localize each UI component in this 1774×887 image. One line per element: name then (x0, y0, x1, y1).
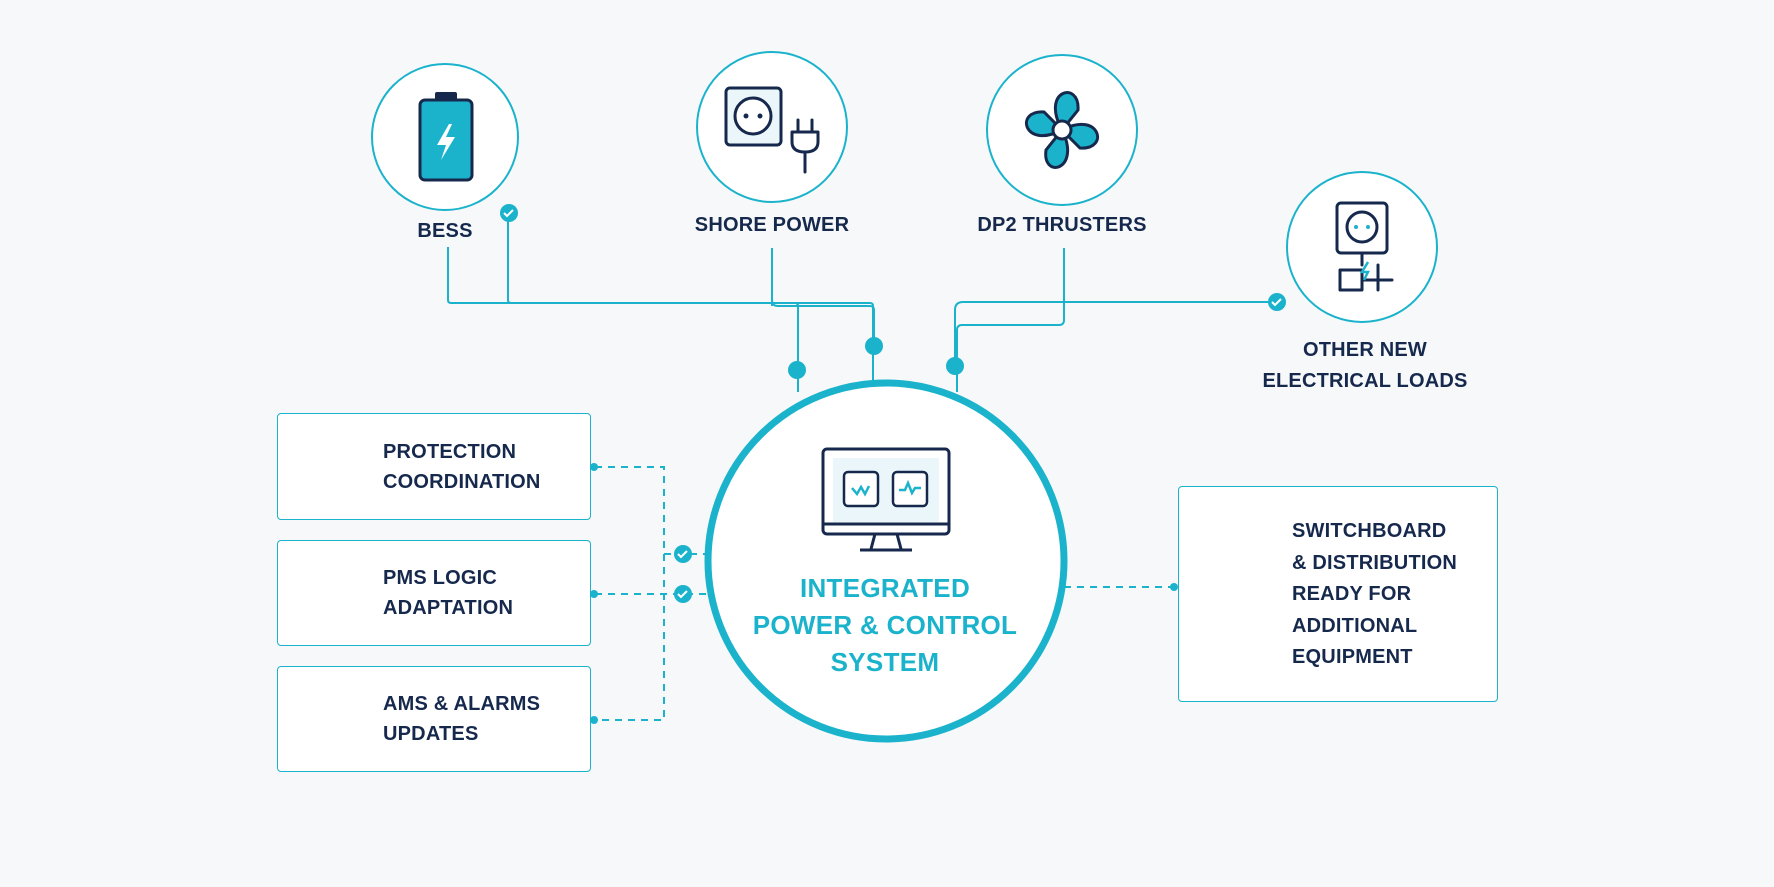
junction-dot (788, 361, 806, 379)
hub-title-line: SYSTEM (830, 647, 940, 677)
bess-wire-b (507, 214, 874, 395)
hub-title-line: INTEGRATED (799, 573, 971, 603)
switchboard-text: SWITCHBOARD & DISTRIBUTION READY FOR ADD… (1292, 516, 1457, 674)
other-loads-label-line: OTHER NEW (1302, 339, 1428, 361)
junction-dot (946, 357, 964, 375)
ams-alarms-text: AMS & ALARMS UPDATES (383, 689, 540, 749)
card-line: COORDINATION (383, 471, 541, 493)
hub-title: INTEGRATED POWER & CONTROL SYSTEM (730, 570, 1040, 681)
card-line: & DISTRIBUTION (1292, 551, 1458, 574)
card-line: PROTECTION (383, 441, 517, 463)
junction-dot (865, 337, 883, 355)
bess-wire-a (447, 247, 799, 392)
bess-node (371, 63, 519, 211)
switchboard-card (1178, 486, 1498, 702)
other-loads-node (1286, 171, 1438, 323)
pms-logic-text: PMS LOGIC ADAPTATION (383, 563, 513, 623)
other-loads-label: OTHER NEW ELECTRICAL LOADS (1232, 335, 1498, 397)
dp2-thrusters-label: DP2 THRUSTERS (977, 214, 1147, 236)
protection-coordination-card (277, 413, 591, 520)
pms-logic-card (277, 540, 591, 646)
other-loads-label-line: ELECTRICAL LOADS (1262, 370, 1468, 392)
dp2-thrusters-node (986, 54, 1138, 206)
integrated-system-hub (704, 379, 1068, 743)
protection-coordination-text: PROTECTION COORDINATION (383, 437, 541, 497)
card-line: SWITCHBOARD (1292, 520, 1447, 542)
card-line: AMS & ALARMS (383, 693, 541, 715)
shore-power-label: SHORE POWER (694, 214, 850, 236)
card-line: PMS LOGIC (383, 567, 498, 589)
hub-title-line: POWER & CONTROL (752, 610, 1018, 640)
dashed-connectors (590, 463, 1178, 724)
card-line: READY FOR (1292, 583, 1412, 605)
ams-alarms-card (277, 666, 591, 772)
dp2-wire (956, 248, 1065, 392)
outlet-icon (1335, 201, 1394, 292)
socket-plug-icon (724, 86, 820, 174)
fan-icon (1025, 91, 1099, 169)
card-line: UPDATES (383, 723, 479, 745)
bess-label: BESS (417, 220, 473, 242)
top-connectors (447, 204, 1286, 395)
other-loads-wire (954, 301, 1278, 366)
monitor-icon (821, 447, 951, 552)
card-line: EQUIPMENT (1292, 646, 1413, 668)
card-line: ADDITIONAL (1292, 614, 1418, 637)
shore-power-node (696, 51, 848, 203)
battery-icon (418, 92, 474, 182)
shore-power-wire (771, 248, 875, 346)
card-line: ADAPTATION (383, 597, 514, 619)
